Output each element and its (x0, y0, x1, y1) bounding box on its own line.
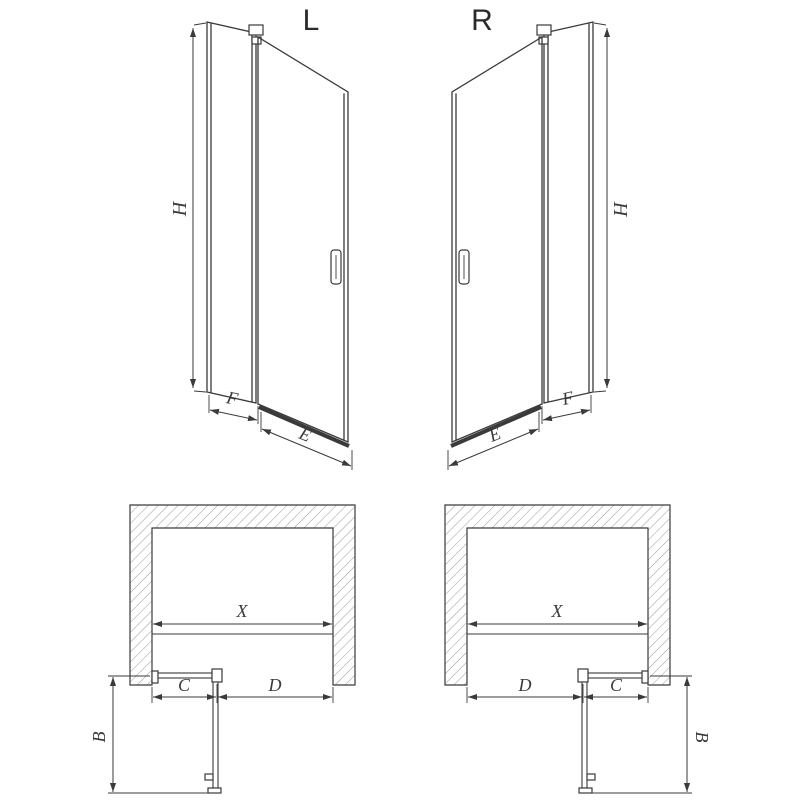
door-end-profile (578, 787, 593, 794)
extension-lines-F (541, 395, 592, 424)
door-outline (257, 36, 349, 443)
extension-lines-H (193, 22, 207, 393)
door-end-profile (207, 787, 222, 794)
dimension-label-X: X (236, 601, 249, 621)
dimension-line-F (542, 408, 591, 422)
extension-lines-CD (466, 684, 649, 703)
wall-hatched (444, 504, 671, 686)
variant-label-left: L (303, 4, 320, 37)
dimension-line-E (261, 428, 352, 467)
plan-view-left: X C D B (89, 504, 356, 794)
dimension-label-C: C (610, 675, 623, 695)
hinge-plate-icon (251, 36, 262, 45)
door-outline (451, 36, 543, 443)
front-view-right: R H F E (447, 4, 631, 470)
extension-lines-CD (151, 684, 334, 703)
dimension-label-D: D (518, 675, 532, 695)
hinge-top-icon (536, 24, 552, 36)
door-handle-plan-icon (586, 773, 596, 781)
dimension-inner-width-right: X (467, 601, 648, 635)
hinge-top-icon (248, 24, 264, 36)
dimension-label-H: H (169, 200, 191, 217)
dimension-label-B: B (89, 732, 109, 743)
extension-lines-B (108, 675, 221, 794)
dimension-label-B: B (692, 732, 712, 743)
dimension-label-X: X (551, 601, 564, 621)
plan-view-right: X D C B (444, 504, 712, 794)
dimension-fixed-right: F (541, 387, 592, 424)
variant-label-right: R (471, 4, 493, 37)
dimension-C-D-left: C D (151, 675, 334, 703)
pivot-hinge (577, 668, 589, 683)
extension-lines-H (593, 22, 607, 393)
dimension-inner-width-left: X (152, 601, 333, 635)
dimension-depth-left: B (89, 675, 221, 794)
fixed-panel-outline (543, 21, 594, 404)
dimension-height-left: H (169, 22, 207, 393)
pivot-hinge (211, 668, 223, 683)
wall-profile (641, 670, 649, 684)
dimension-line-E (448, 428, 539, 467)
door-assembly-plan-left (151, 668, 223, 794)
dimension-label-F: F (559, 387, 576, 409)
wall-hatched (129, 504, 356, 686)
wall-profile (151, 670, 159, 684)
fixed-panel-left (206, 21, 264, 404)
dimension-label-C: C (178, 675, 191, 695)
dimension-fixed-left: F (208, 387, 259, 424)
dimension-depth-right: B (592, 675, 712, 794)
dimension-C-D-right: D C (466, 675, 649, 703)
dimension-label-H: H (609, 201, 631, 218)
fixed-panel-right (536, 21, 594, 404)
extension-lines-E (447, 412, 540, 470)
extension-lines-B (592, 675, 692, 794)
extension-lines-E (260, 412, 353, 470)
dimension-label-F: F (224, 387, 241, 409)
door-handle-plan-icon (204, 773, 214, 781)
dimension-line-F (209, 408, 258, 422)
dimension-label-D: D (268, 675, 282, 695)
fixed-panel-outline (206, 21, 257, 404)
door-assembly-plan-right (577, 668, 649, 794)
dimension-height-right: H (593, 22, 631, 393)
extension-lines-F (208, 395, 259, 424)
hinge-plate-icon (538, 36, 549, 45)
